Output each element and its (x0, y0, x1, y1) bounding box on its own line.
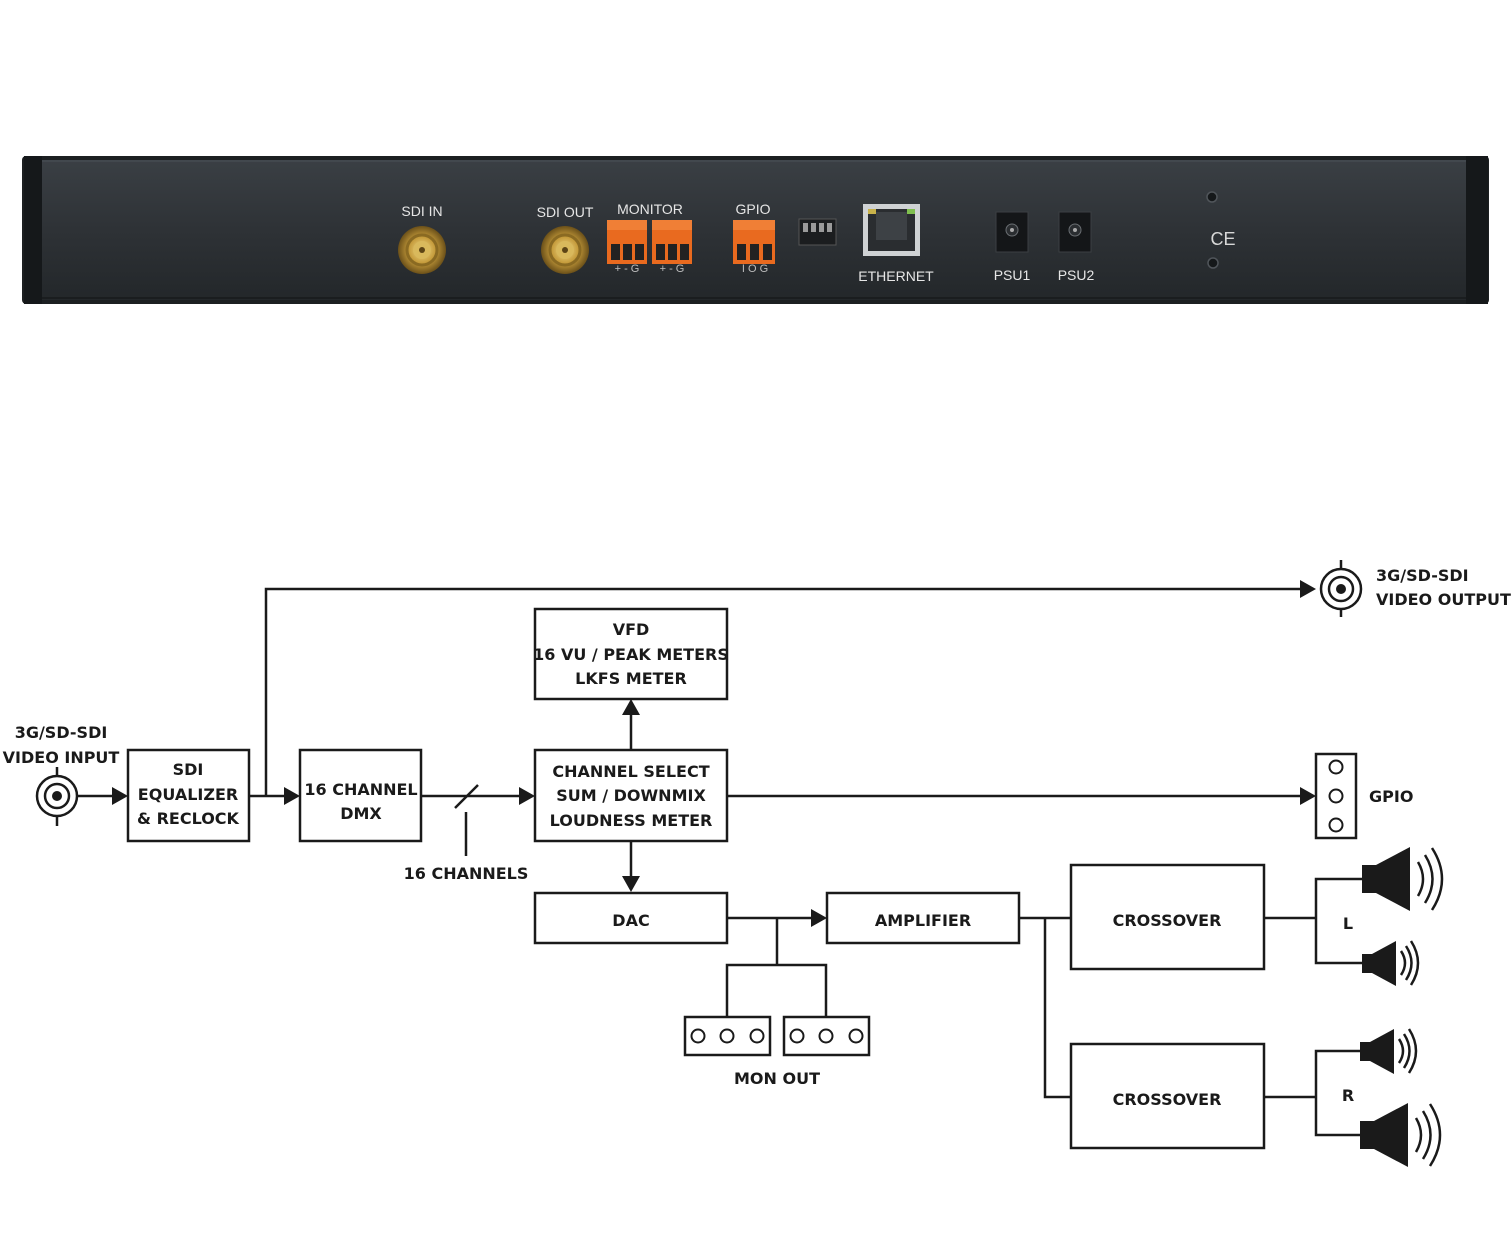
video-input-label-line1: 3G/SD-SDI (15, 723, 108, 742)
gpio-connector-icon (1314, 752, 1358, 840)
channels-label: 16 CHANNELS (404, 864, 529, 883)
dmx-line2: DMX (340, 804, 382, 823)
sdi-in-label: SDI IN (401, 203, 442, 219)
amplifier-label: AMPLIFIER (875, 911, 971, 930)
mon-out-connector-1 (683, 1015, 772, 1057)
screw-top (1206, 191, 1218, 203)
vfd-line3: LKFS METER (575, 669, 687, 688)
monitor-terminal-block-2 (652, 220, 692, 264)
gpio-diagram-label: GPIO (1369, 787, 1413, 806)
screw-bottom (1207, 257, 1219, 269)
amplifier-block (825, 891, 1021, 945)
left-channel-label: L (1343, 914, 1353, 933)
right-woofer-speaker-icon (1360, 1103, 1442, 1167)
video-input-label-line2: VIDEO INPUT (3, 748, 120, 767)
left-tweeter-speaker-icon (1362, 940, 1420, 986)
mon-out-connector-2 (782, 1015, 871, 1057)
sdi-eq-line3: & RECLOCK (137, 809, 239, 828)
dmx-block (298, 748, 423, 843)
channel-select-block (533, 748, 729, 843)
right-tweeter-speaker-icon (1360, 1028, 1418, 1074)
psu2-label: PSU2 (1058, 267, 1095, 283)
sdi-out-label: SDI OUT (537, 204, 594, 220)
dac-label: DAC (612, 911, 649, 930)
psu1-dc-jack (995, 211, 1029, 253)
channel-select-line2: SUM / DOWNMIX (556, 786, 706, 805)
right-channel-label: R (1342, 1086, 1354, 1105)
crossover-bottom-label: CROSSOVER (1113, 1090, 1222, 1109)
sdi-equalizer-block (126, 748, 251, 843)
vfd-line1: VFD (613, 620, 650, 639)
channel-select-line1: CHANNEL SELECT (552, 762, 709, 781)
channel-select-line3: LOUDNESS METER (550, 811, 713, 830)
monitor-pins-label-1: + - G (615, 263, 640, 275)
block-diagram: 3G/SD-SDI VIDEO INPUT SDI EQUALIZER & RE… (3, 560, 1511, 1167)
ethernet-label: ETHERNET (858, 268, 934, 284)
dac-block (533, 891, 729, 945)
sdi-in-bnc-connector (398, 226, 446, 274)
crossover-top-label: CROSSOVER (1113, 911, 1222, 930)
sdi-eq-line1: SDI (173, 760, 204, 779)
left-woofer-speaker-icon (1362, 847, 1444, 911)
ce-mark: CE (1210, 229, 1235, 249)
sdi-eq-line2: EQUALIZER (138, 785, 238, 804)
vfd-block (533, 607, 729, 701)
psu1-label: PSU1 (994, 267, 1031, 283)
dmx-line1: 16 CHANNEL (304, 780, 417, 799)
gpio-panel-label: GPIO (735, 201, 770, 217)
dip-switch (798, 218, 837, 246)
monitor-terminal-block-1 (607, 220, 647, 264)
psu2-dc-jack (1058, 211, 1092, 253)
gpio-terminal-block (733, 220, 775, 264)
video-output-label-line2: VIDEO OUTPUT (1376, 590, 1511, 609)
crossover-right-block (1069, 1042, 1266, 1150)
video-output-bnc-icon (1319, 560, 1363, 617)
vfd-line2: 16 VU / PEAK METERS (533, 645, 729, 664)
video-input-bnc-icon (35, 767, 79, 826)
ethernet-port (863, 204, 920, 256)
monitor-label: MONITOR (617, 201, 683, 217)
monitor-pins-label-2: + - G (660, 263, 685, 275)
sdi-out-bnc-connector (541, 226, 589, 274)
gpio-pins-label: I O G (742, 263, 768, 275)
rear-panel: SDI IN SDI OUT MONITOR (22, 156, 1489, 304)
video-output-label-line1: 3G/SD-SDI (1376, 566, 1469, 585)
mon-out-label: MON OUT (734, 1069, 820, 1088)
